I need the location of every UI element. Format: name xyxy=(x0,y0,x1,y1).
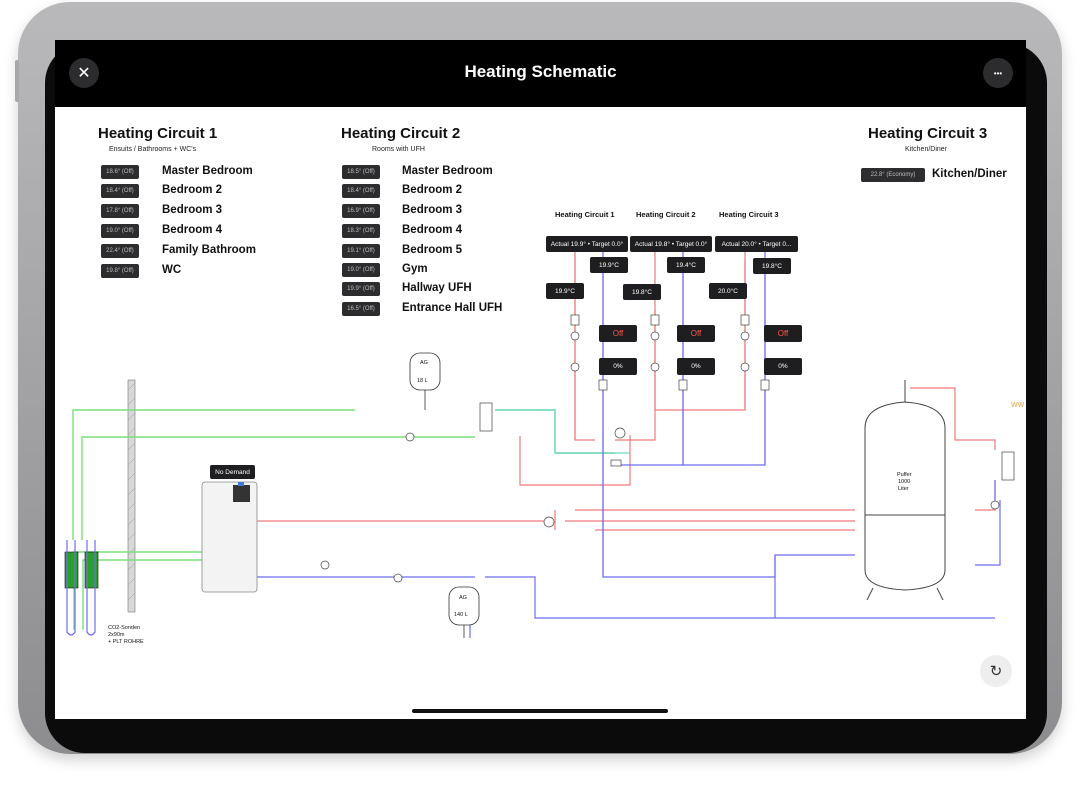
circuit1-subtitle: Ensuits / Bathrooms + WC's xyxy=(109,146,197,153)
circuit1-status[interactable]: Actual 19.9° • Target 0.0° xyxy=(546,236,628,252)
room-label[interactable]: Family Bathroom xyxy=(162,244,256,256)
schematic-circuit3-head: Heating Circuit 3 xyxy=(719,210,779,219)
close-icon: ✕ xyxy=(77,65,91,82)
room-temp-badge[interactable]: 22.4° (Off) xyxy=(101,244,139,258)
room-label[interactable]: Entrance Hall UFH xyxy=(402,302,503,314)
circuit2-flow-temp[interactable]: 19.4°C xyxy=(667,257,705,273)
circuit1-title: Heating Circuit 1 xyxy=(98,125,218,142)
room-temp-badge[interactable]: 22.8° (Economy) xyxy=(861,168,925,182)
room-temp-badge[interactable]: 19.0° (Off) xyxy=(101,224,139,238)
buffer-tank xyxy=(864,380,946,601)
room-label[interactable]: Hallway UFH xyxy=(402,282,472,294)
circuit2-pump-state[interactable]: Off xyxy=(677,325,715,342)
circuit1-pump-state[interactable]: Off xyxy=(599,325,637,342)
circuit3-status[interactable]: Actual 20.0° • Target 0... xyxy=(715,236,798,252)
room-label[interactable]: Master Bedroom xyxy=(402,165,493,177)
expansion-vessel-bottom xyxy=(448,586,480,638)
circuit3-subtitle: Kitchen/Diner xyxy=(905,146,948,153)
vessel-bottom-label: AG xyxy=(459,595,467,601)
hatched-wall xyxy=(127,379,136,613)
circuit2-status[interactable]: Actual 19.8° • Target 0.0° xyxy=(630,236,712,252)
circuit1-return-temp[interactable]: 19.9°C xyxy=(546,283,584,299)
more-button[interactable]: ••• xyxy=(983,58,1013,88)
fittings xyxy=(320,314,1015,583)
vessel-bottom-volume: 140 L xyxy=(454,612,468,618)
probe-depth: 2x90m xyxy=(108,632,125,638)
room-temp-badge[interactable]: 16.5° (Off) xyxy=(342,302,380,316)
room-temp-badge[interactable]: 18.4° (Off) xyxy=(342,184,380,198)
room-temp-badge[interactable]: 18.3° (Off) xyxy=(342,224,380,238)
circuit2-valve-position[interactable]: 0% xyxy=(677,358,715,375)
room-label[interactable]: Bedroom 5 xyxy=(402,244,463,256)
room-label[interactable]: Bedroom 2 xyxy=(162,184,223,196)
room-temp-badge[interactable]: 19.8° (Off) xyxy=(101,264,139,278)
room-label[interactable]: Master Bedroom xyxy=(162,165,253,177)
buffer-unit: Liter xyxy=(898,486,909,492)
circuit1-valve-position[interactable]: 0% xyxy=(599,358,637,375)
brine-lines xyxy=(72,409,615,630)
circuit1-flow-temp[interactable]: 19.9°C xyxy=(590,257,628,273)
schematic-circuit1-head: Heating Circuit 1 xyxy=(555,210,615,219)
vessel-top-volume: 18 L xyxy=(417,378,428,384)
room-label[interactable]: WC xyxy=(162,264,182,276)
buffer-volume: 1000 xyxy=(898,479,911,485)
room-temp-badge[interactable]: 16.9° (Off) xyxy=(342,204,380,218)
room-label[interactable]: Kitchen/Diner xyxy=(932,168,1007,180)
schematic-circuit2-head: Heating Circuit 2 xyxy=(636,210,696,219)
ww-label: WW xyxy=(1011,402,1025,409)
top-bar: ✕ Heating Schematic ••• xyxy=(55,40,1026,107)
circuit2-subtitle: Rooms with UFH xyxy=(372,146,425,153)
room-temp-badge[interactable]: 19.0° (Off) xyxy=(342,263,380,277)
room-label[interactable]: Bedroom 4 xyxy=(162,224,223,236)
reset-view-button[interactable]: ↻ xyxy=(980,655,1012,687)
circuit3-flow-temp[interactable]: 19.8°C xyxy=(753,258,791,274)
buffer-label: Puffer xyxy=(897,472,912,478)
expansion-vessel-top xyxy=(409,352,441,410)
side-button xyxy=(15,60,19,102)
room-label[interactable]: Bedroom 3 xyxy=(162,204,223,216)
room-temp-badge[interactable]: 19.1° (Off) xyxy=(342,244,380,258)
probe-pipe: + PLT ROHRE xyxy=(108,639,144,645)
refresh-icon: ↻ xyxy=(989,663,1003,680)
heat-pump xyxy=(201,481,258,593)
room-label[interactable]: Gym xyxy=(402,263,428,275)
circuit3-valve-position[interactable]: 0% xyxy=(764,358,802,375)
room-temp-badge[interactable]: 18.6° (Off) xyxy=(101,165,139,179)
room-temp-badge[interactable]: 18.4° (Off) xyxy=(101,184,139,198)
heat-pump-status[interactable]: No Demand xyxy=(210,465,255,479)
circuit2-return-temp[interactable]: 19.8°C xyxy=(623,284,661,300)
vessel-top-label: AG xyxy=(420,360,428,366)
room-label[interactable]: Bedroom 4 xyxy=(402,224,463,236)
room-label[interactable]: Bedroom 3 xyxy=(402,204,463,216)
close-button[interactable]: ✕ xyxy=(69,58,99,88)
room-temp-badge[interactable]: 19.9° (Off) xyxy=(342,282,380,296)
home-indicator xyxy=(412,709,668,713)
schematic-diagram xyxy=(64,250,1015,638)
room-label[interactable]: Bedroom 2 xyxy=(402,184,463,196)
circuit3-title: Heating Circuit 3 xyxy=(868,125,988,142)
circuit3-return-temp[interactable]: 20.0°C xyxy=(709,283,747,299)
circuit2-title: Heating Circuit 2 xyxy=(341,125,461,142)
room-temp-badge[interactable]: 17.8° (Off) xyxy=(101,204,139,218)
more-icon: ••• xyxy=(993,68,1003,78)
page-title: Heating Schematic xyxy=(464,62,617,81)
app-screen: ✕ Heating Schematic ••• Heating Circuit … xyxy=(55,40,1026,719)
room-temp-badge[interactable]: 18.5° (Off) xyxy=(342,165,380,179)
circuit3-pump-state[interactable]: Off xyxy=(764,325,802,342)
probe-label: CO2-Sonden xyxy=(108,625,141,631)
